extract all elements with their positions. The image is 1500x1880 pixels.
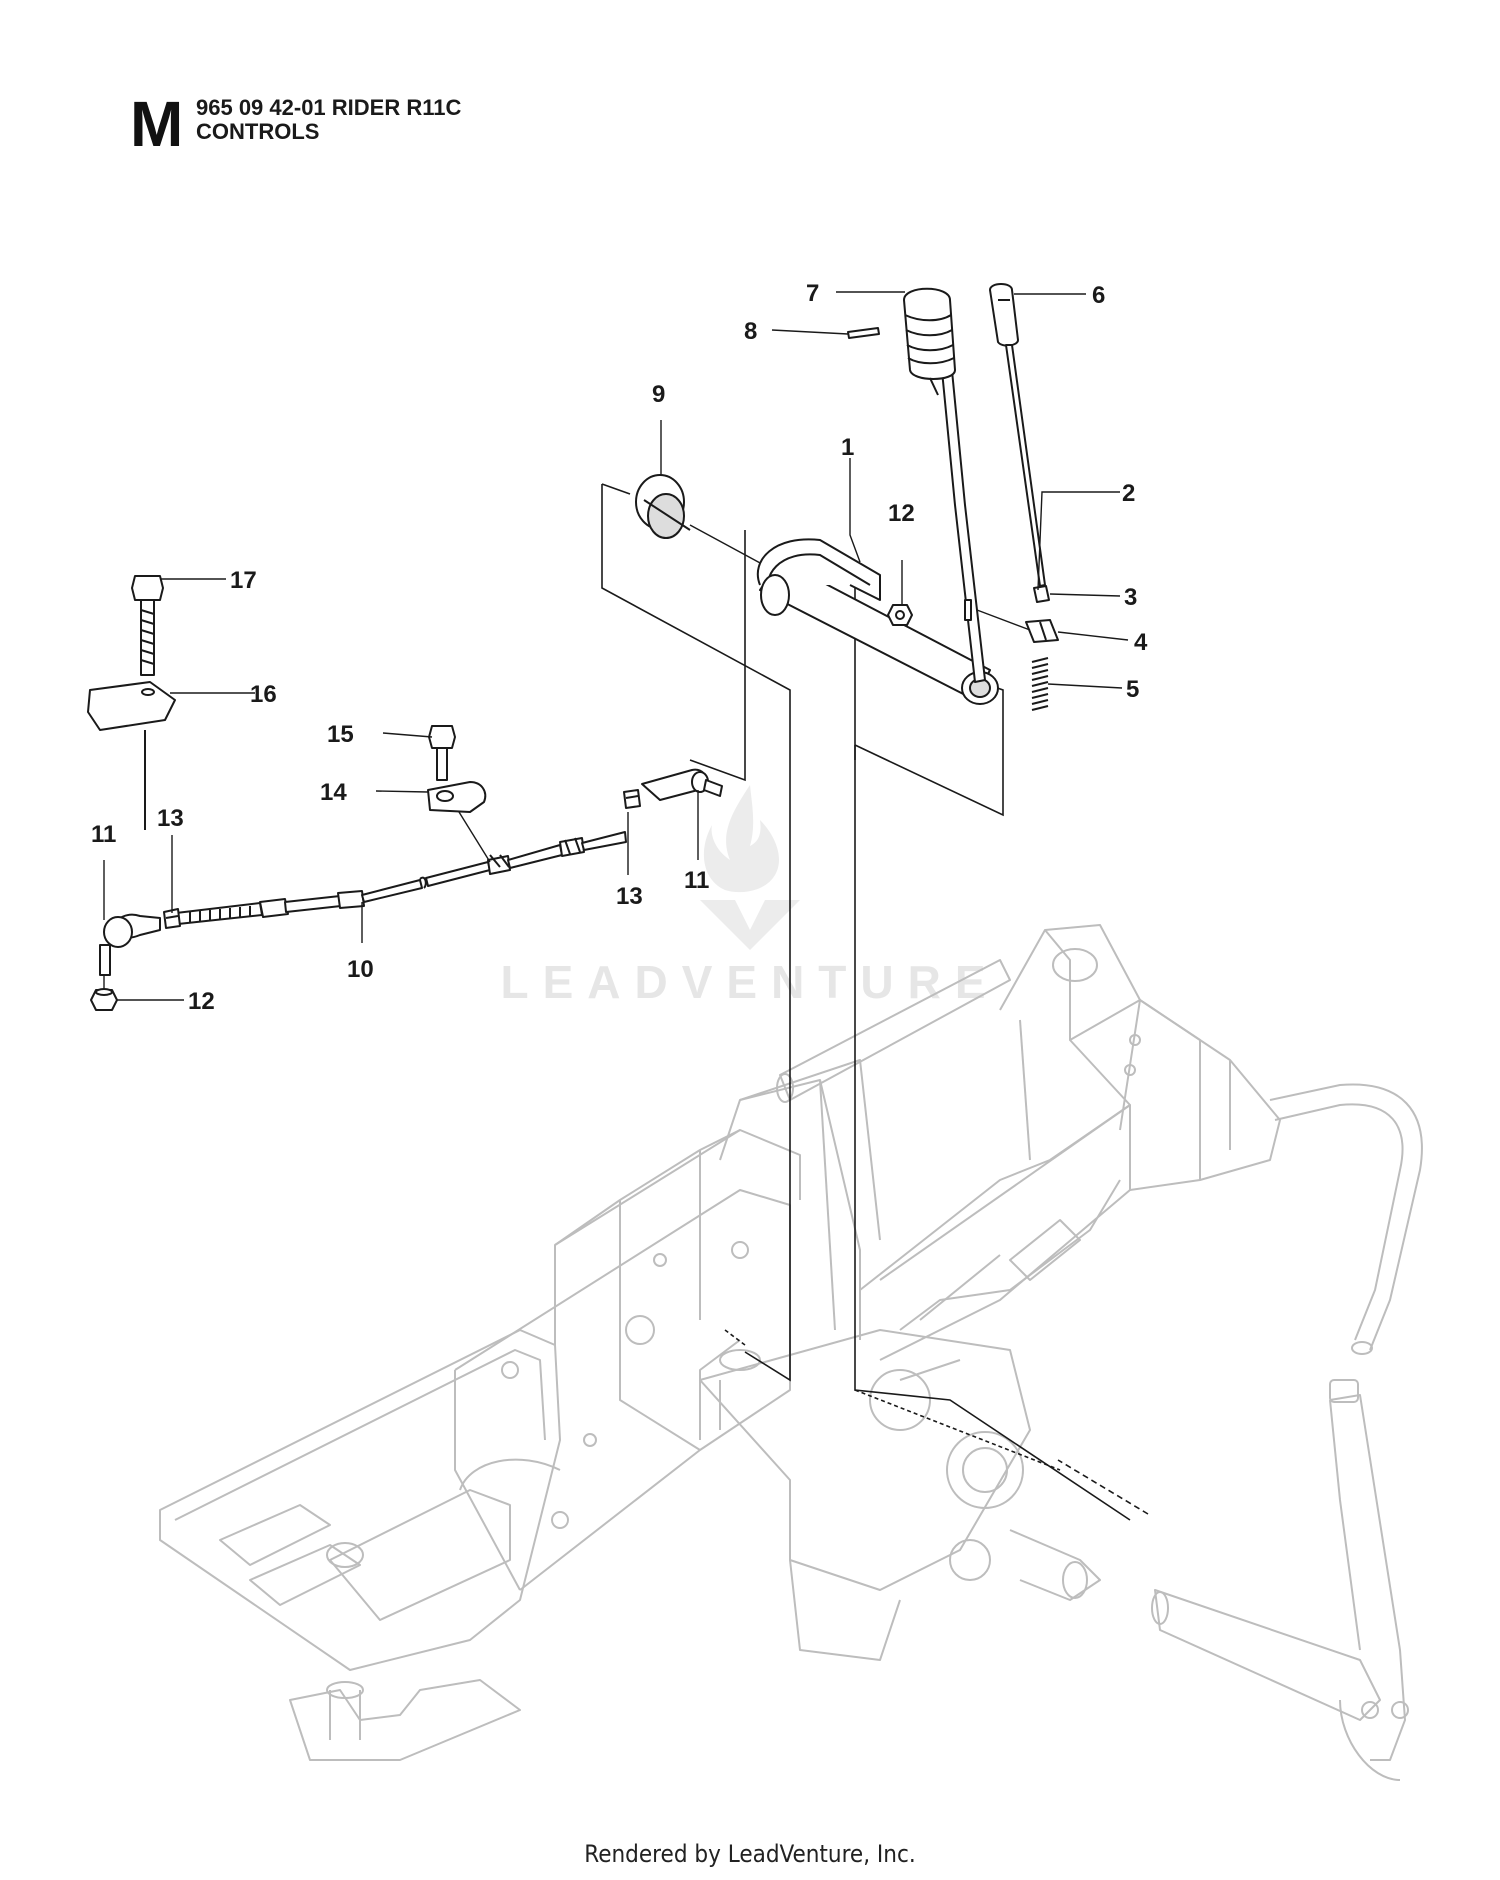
part-8-pin xyxy=(847,327,880,339)
part-13-nut-right xyxy=(623,789,641,809)
callout-4: 4 xyxy=(1134,629,1148,656)
part-9-bushing xyxy=(635,474,691,539)
callout-13-right: 13 xyxy=(616,883,643,910)
callout-3: 3 xyxy=(1124,584,1137,611)
callout-12-upper: 12 xyxy=(888,500,915,527)
callout-16: 16 xyxy=(250,681,277,708)
part-17-bolt xyxy=(131,575,164,676)
callout-13-left: 13 xyxy=(157,805,184,832)
part-14-clamp xyxy=(427,781,487,813)
callout-12-lower: 12 xyxy=(188,988,215,1015)
callout-14: 14 xyxy=(320,779,347,806)
part-4-plate xyxy=(1025,619,1059,643)
part-5-spring xyxy=(1031,657,1049,711)
part-12-nut-lower xyxy=(90,988,118,1011)
control-parts xyxy=(87,283,1059,1011)
part-2-rod xyxy=(1005,344,1046,587)
leader-lines xyxy=(103,291,1129,1001)
part-16-clamp xyxy=(87,681,176,731)
callout-8: 8 xyxy=(744,318,757,345)
callout-17: 17 xyxy=(230,567,257,594)
callout-9: 9 xyxy=(652,381,665,408)
callout-11-right: 11 xyxy=(684,867,709,894)
callout-6: 6 xyxy=(1092,282,1105,309)
watermark-logo-icon xyxy=(700,785,800,950)
diagram-title: CONTROLS xyxy=(196,119,320,144)
leadventure-watermark: LEADVENTURE xyxy=(470,780,1030,1009)
part-1-pedal-shaft xyxy=(756,538,999,705)
callout-5: 5 xyxy=(1126,676,1139,703)
part-15-bolt xyxy=(428,725,456,781)
callout-7: 7 xyxy=(806,280,819,307)
section-letter: M xyxy=(130,88,184,160)
part-6-cap xyxy=(989,283,1019,347)
footer-credit: Rendered by LeadVenture, Inc. xyxy=(584,1840,916,1868)
header-text: 965 09 42-01 RIDER R11C CONTROLS xyxy=(196,96,461,144)
callout-2: 2 xyxy=(1122,480,1135,507)
callout-11-left: 11 xyxy=(91,821,116,848)
model-number: 965 09 42-01 RIDER R11C xyxy=(196,95,462,120)
chassis-frame xyxy=(159,924,1423,1781)
part-12-nut-upper xyxy=(887,604,913,626)
callout-10: 10 xyxy=(347,956,374,983)
callout-1: 1 xyxy=(841,434,854,461)
part-11-ball-joint-right xyxy=(641,768,723,801)
callout-15: 15 xyxy=(327,721,354,748)
part-13-nut-left xyxy=(163,908,181,929)
part-lever-rod xyxy=(939,349,986,683)
part-10-cable xyxy=(175,811,627,925)
watermark-text: LEADVENTURE xyxy=(500,956,1000,1008)
part-3-clip xyxy=(1033,585,1050,603)
callout-labels: 7 6 8 9 1 2 12 3 4 5 17 16 15 14 13 11 1… xyxy=(91,280,1148,1015)
part-7-knob xyxy=(903,287,956,396)
part-11-ball-joint-left xyxy=(99,913,161,976)
callout-box-lines xyxy=(601,483,1149,1521)
